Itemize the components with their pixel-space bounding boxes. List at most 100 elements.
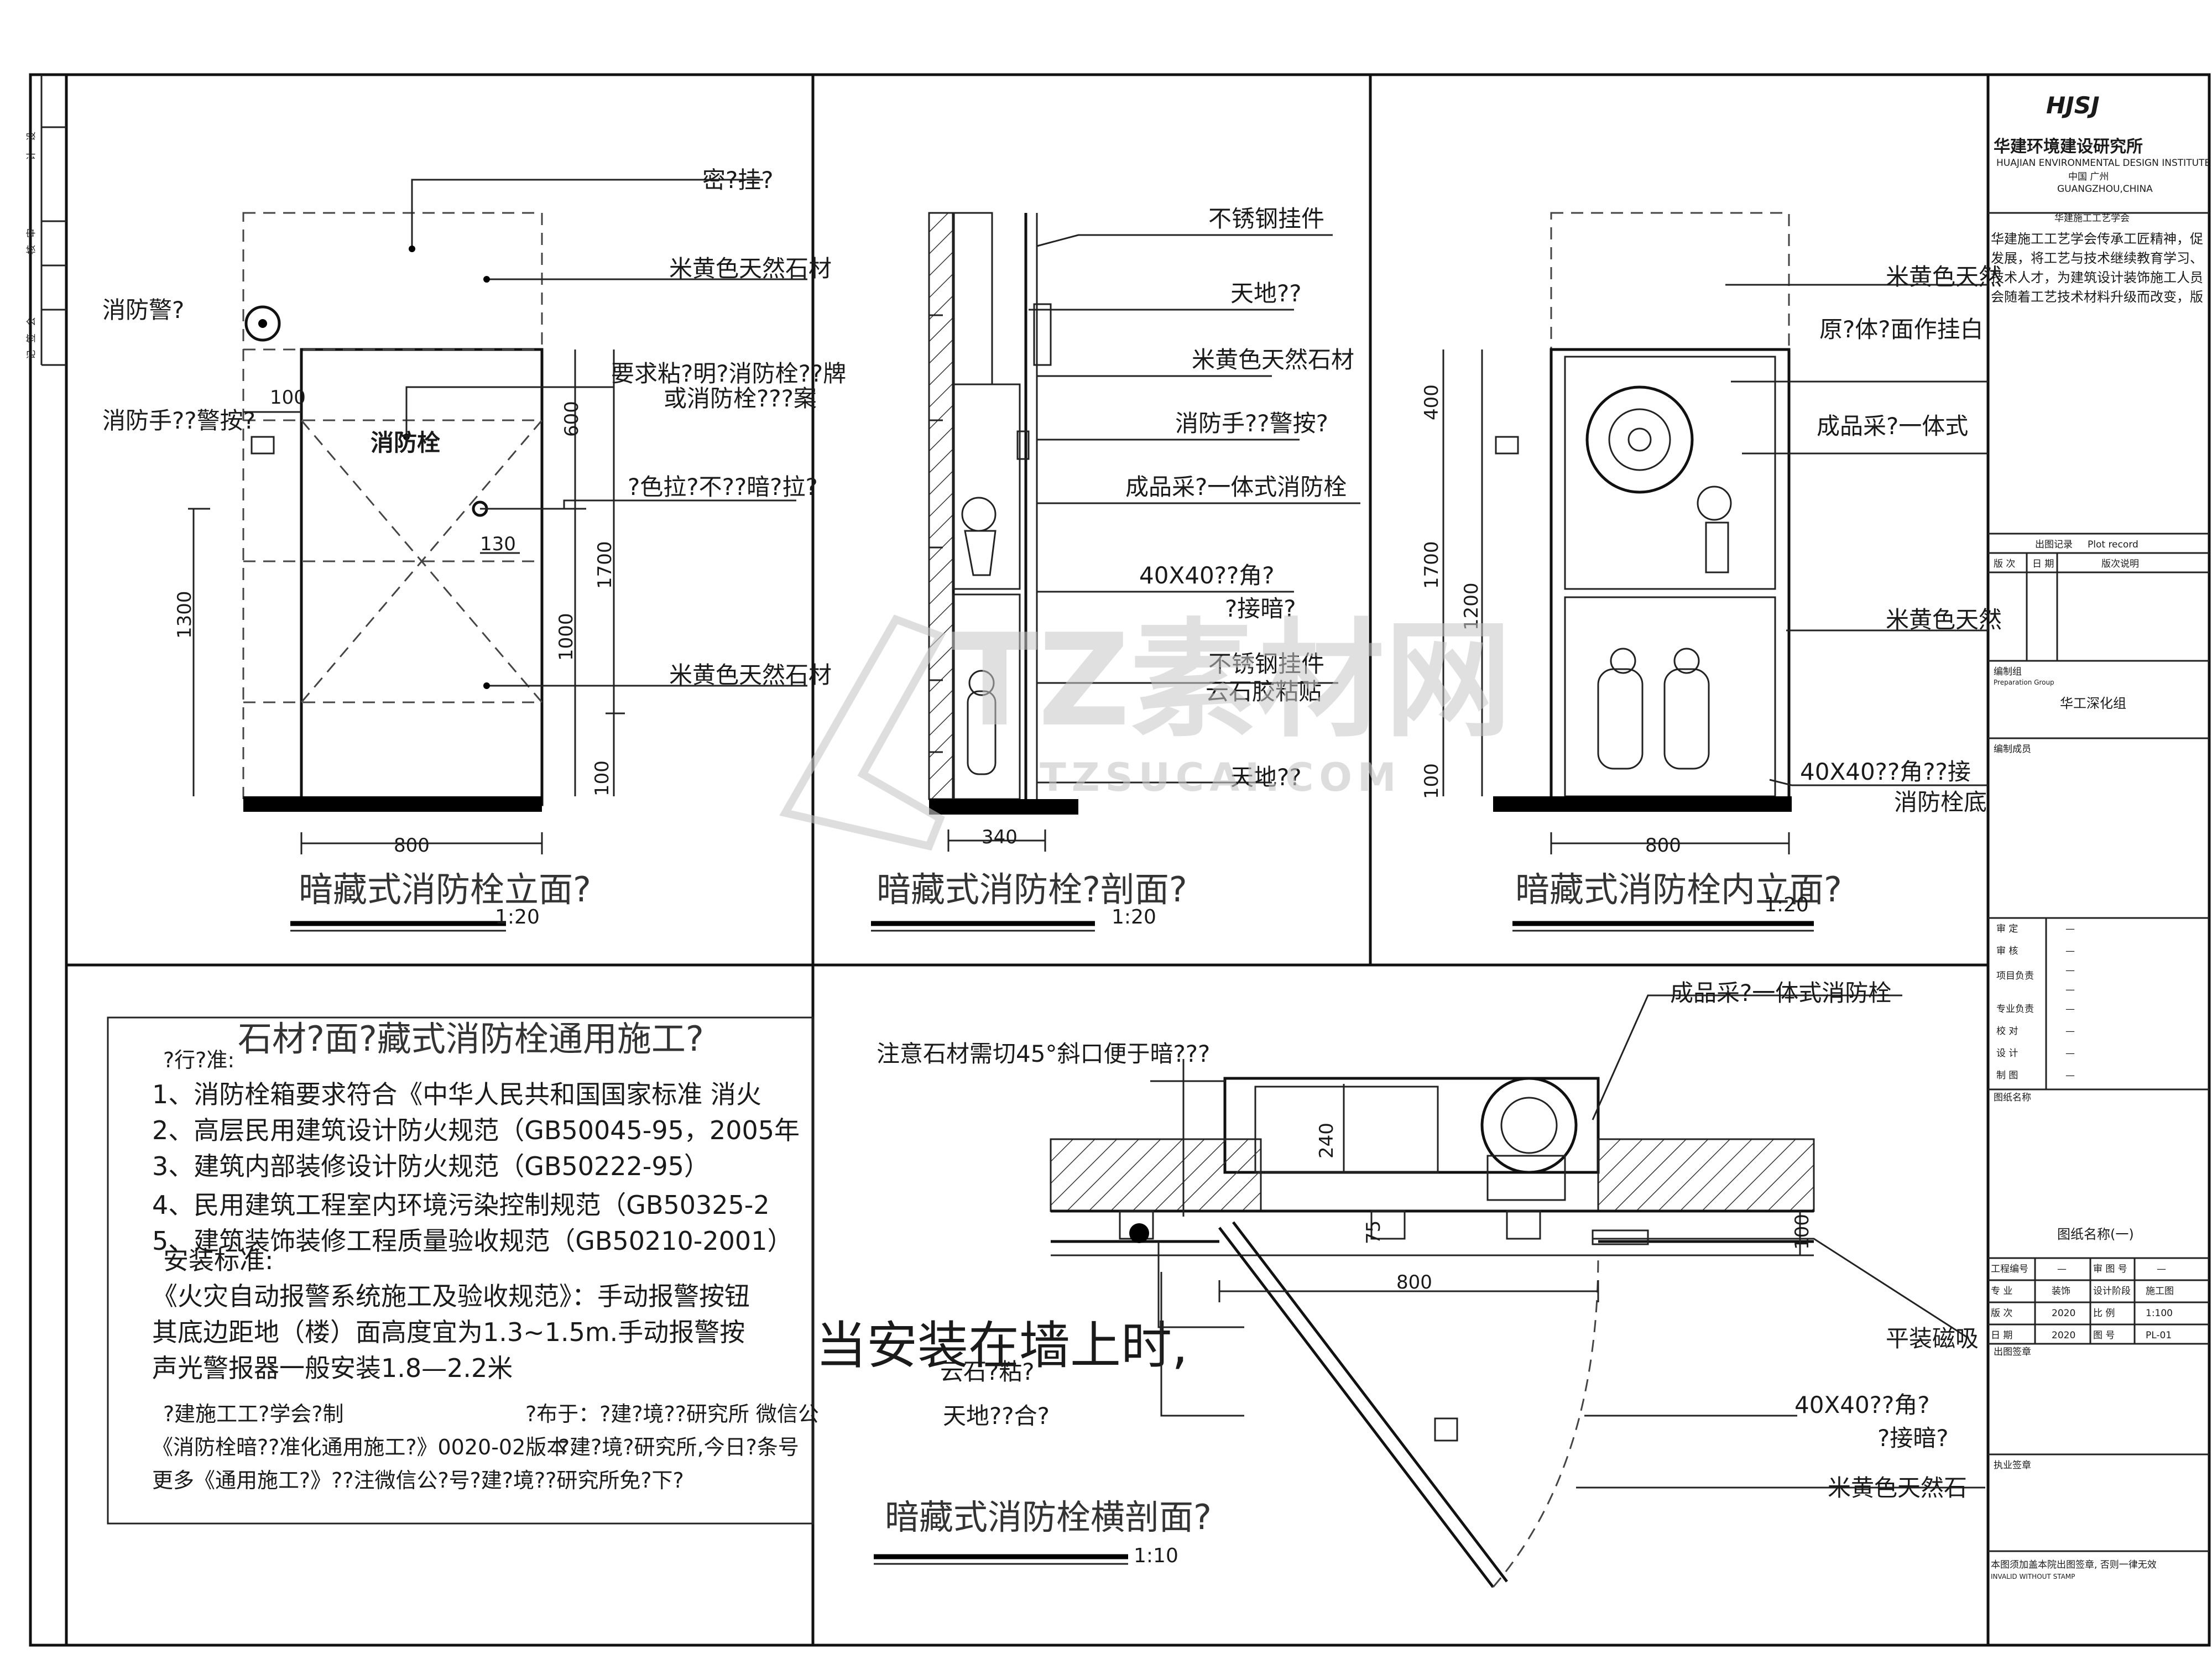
extinguisher-icon xyxy=(968,670,995,696)
inner-dim: 100 xyxy=(1421,763,1443,799)
elevation-dim: 800 xyxy=(394,834,430,857)
sign-value: — xyxy=(2065,1070,2075,1081)
side-label: 核 xyxy=(26,245,37,254)
editor-sub: Preparation Group xyxy=(1994,679,2054,686)
inner-scale: 1:20 xyxy=(1764,894,1809,916)
section-dim: 340 xyxy=(982,826,1018,848)
section-label-tiandi: 天地?? xyxy=(1230,280,1302,307)
elevation-label-alarm: 消防警? xyxy=(102,296,184,324)
elevation-dim: 1300 xyxy=(174,591,196,639)
elevation-title: 暗藏式消防栓立面? xyxy=(299,869,591,910)
elevation-label-sticker2: 或消防栓???案 xyxy=(664,385,817,412)
notes-footer: 《消防栓暗??准化通用施工?》0020-02版本 xyxy=(152,1435,567,1459)
inner-dim: 800 xyxy=(1645,834,1681,857)
society-name: 华建施工工艺学会 xyxy=(2054,213,2130,224)
side-label: 记 xyxy=(26,350,37,359)
inner-dim: 1700 xyxy=(1421,541,1443,589)
inner-label-cabinet: 成品采?一体式 xyxy=(1817,413,1968,440)
sign-label: 专业负责 xyxy=(1996,1004,2034,1015)
elevation-dim: 1700 xyxy=(594,541,616,589)
company-logo: HJSJ xyxy=(2046,92,2100,119)
info-cell: 设计阶段 xyxy=(2093,1286,2131,1297)
side-label: 签 xyxy=(26,333,37,343)
sign-value: — xyxy=(2065,1026,2075,1037)
inner-label-angle: 40X40??角??接 xyxy=(1800,758,1971,785)
sign-value: — xyxy=(2065,1004,2075,1015)
side-label: 会 xyxy=(26,317,37,326)
elevation-label-button: 消防手??警按? xyxy=(102,407,255,434)
valve-icon xyxy=(1697,486,1732,521)
sign-value: — xyxy=(2065,984,2075,995)
elevation-label-stone: 米黄色天然石材 xyxy=(669,255,832,282)
elevation-label-sticker: 要求粘?明?消防栓??牌 xyxy=(611,360,846,387)
record-col: 版 次 xyxy=(1994,559,2015,570)
disclaimer: 本图须加盖本院出图签章, 否则一律无效 xyxy=(1991,1559,2157,1571)
section-title: 暗藏式消防栓?剖面? xyxy=(877,869,1187,910)
watermark: TZ素材网 TZSUCAI.COM xyxy=(779,607,1512,851)
inner-elevation-drawing xyxy=(1442,212,1988,932)
alarm-button-icon xyxy=(1495,436,1519,455)
license-sign-label: 执业签章 xyxy=(1994,1460,2031,1471)
notes-footer: ?建?境?研究所,今日?条号 xyxy=(559,1435,799,1459)
install-line: 声光警报器一般安装1.8—2.2米 xyxy=(152,1353,513,1383)
section-label-cabinet: 成品采?一体式消防栓 xyxy=(1125,473,1347,500)
inner-title: 暗藏式消防栓内立面? xyxy=(1515,869,1842,910)
intro-line: 华建施工工艺学会传承工匠精神，促 xyxy=(1991,231,2203,247)
floor-bar xyxy=(243,796,542,812)
info-cell: 2020 xyxy=(2052,1308,2075,1319)
notes-item: 1、消防栓箱要求符合《中华人民共和国国家标准 消火 xyxy=(152,1079,761,1109)
elevation-scale: 1:20 xyxy=(495,906,540,928)
plan-dim: 240 xyxy=(1316,1123,1338,1159)
notes-item: 2、高层民用建筑设计防火规范（GB50045-95，2005年 xyxy=(152,1115,800,1145)
company-location-en: GUANGZHOU,CHINA xyxy=(2057,184,2153,195)
elevation-dim: 100 xyxy=(591,760,613,796)
plan-title: 暗藏式消防栓横剖面? xyxy=(885,1497,1212,1537)
side-label: 计 xyxy=(26,151,37,160)
company-name-en: HUAJIAN ENVIRONMENTAL DESIGN INSTITUTE xyxy=(1996,158,2210,169)
elevation-dim: 1000 xyxy=(555,613,577,661)
plan-label-tiandi: 天地??合? xyxy=(943,1402,1050,1430)
fire-alarm-bell-icon xyxy=(244,305,281,342)
section-label-tiandi2: 天地?? xyxy=(1230,764,1302,791)
inner-dim: 400 xyxy=(1421,384,1443,420)
sign-label: 审 核 xyxy=(1996,946,2018,957)
info-cell: 日 期 xyxy=(1991,1330,2012,1341)
disclaimer-sub: INVALID WITHOUT STAMP xyxy=(1991,1573,2075,1580)
section-label-steel2: 不锈钢挂件 xyxy=(1208,650,1324,677)
extinguisher-icon xyxy=(1610,648,1636,674)
elevation-drawing xyxy=(188,179,807,932)
watermark-url: TZSUCAI.COM xyxy=(1040,755,1401,800)
section-label-stone: 米黄色天然石材 xyxy=(1192,346,1354,373)
info-cell: 图 号 xyxy=(2093,1330,2115,1341)
inner-label-base: 消防栓底 xyxy=(1894,789,1987,816)
install-line: 其底边距地（楼）面高度宜为1.3~1.5m.手动报警按 xyxy=(152,1317,745,1347)
notes-item: 5、建筑装饰装修工程质量验收规范（GB50210-2001） xyxy=(152,1226,792,1256)
info-cell: 版 次 xyxy=(1991,1308,2012,1319)
elevation-label-mi-gua: 密?挂? xyxy=(702,166,774,194)
side-label: 审 xyxy=(26,228,37,238)
section-label-joint: ?接暗? xyxy=(1225,595,1296,622)
elevation-dim: 100 xyxy=(270,387,306,409)
intro-line: 技术人才，为建筑设计装饰施工人员 xyxy=(1991,270,2203,285)
install-line: 《火灾自动报警系统施工及验收规范》：手动报警按钮 xyxy=(152,1281,750,1311)
section-label-button: 消防手??警按? xyxy=(1175,410,1328,437)
notes-title: 石材?面?藏式消防栓通用施工? xyxy=(238,1019,704,1059)
sign-value: — xyxy=(2065,946,2075,957)
inner-label-origin: 原?体?面作挂白 xyxy=(1819,316,1984,343)
section-label-glue: 云石胶粘贴 xyxy=(1206,678,1322,705)
side-strip: 设 计 审 核 会 签 记 xyxy=(26,75,66,366)
elevation-label-handle: ?色拉?不??暗?拉? xyxy=(628,473,818,500)
plan-label-cabinet: 成品采?一体式消防栓 xyxy=(1670,979,1891,1006)
plan-label-stone: 米黄色天然石 xyxy=(1828,1474,1967,1501)
notes-subtitle: ?行?准: xyxy=(163,1048,234,1072)
record-sub: Plot record xyxy=(2088,539,2138,550)
sign-value: — xyxy=(2065,924,2075,935)
sign-label: 校 对 xyxy=(1996,1026,2018,1037)
plan-label-glue: 云石?粘? xyxy=(940,1358,1035,1385)
section-label-angle: 40X40??角? xyxy=(1139,562,1275,589)
sign-label: 项目负责 xyxy=(1996,971,2034,982)
sign-value: — xyxy=(2065,965,2075,976)
notes-item: 3、建筑内部装修设计防火规范（GB50222-95） xyxy=(152,1151,709,1181)
intro-line: 会随着工艺技术材料升级而改变，版 xyxy=(1991,289,2203,305)
plan-scale: 1:10 xyxy=(1134,1545,1178,1567)
